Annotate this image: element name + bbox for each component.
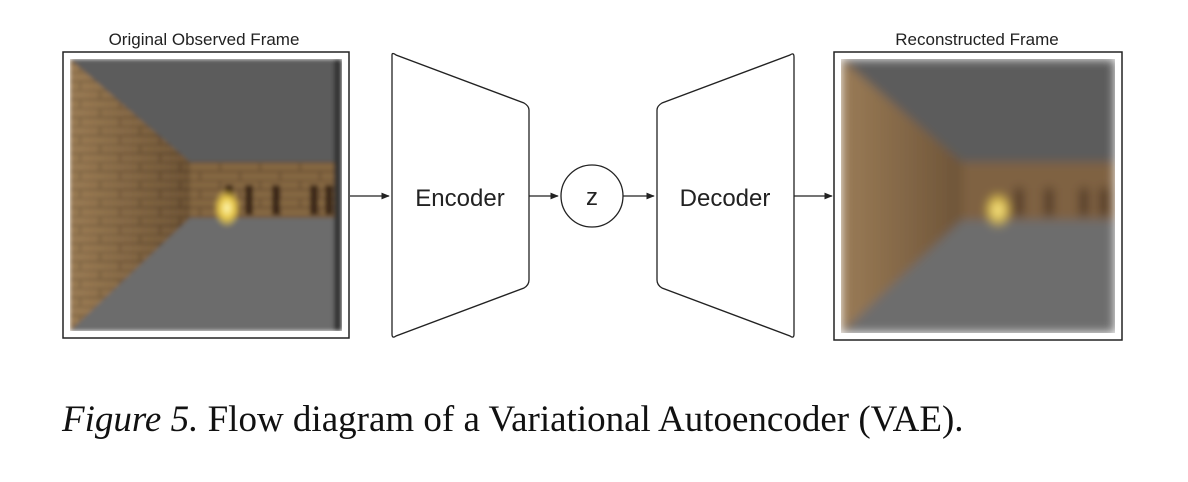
figure-caption: Figure 5. Flow diagram of a Variational …: [62, 398, 964, 441]
output-frame-title: Reconstructed Frame: [895, 30, 1058, 49]
figure-caption-label: Figure 5.: [62, 399, 199, 440]
encoder-label: Encoder: [415, 185, 504, 212]
decoder-block: [656, 53, 795, 338]
encoder-block: [391, 52, 530, 338]
output-frame-image: [841, 59, 1115, 333]
latent-z-label: z: [586, 184, 598, 211]
figure-caption-text: Flow diagram of a Variational Autoencode…: [198, 399, 964, 440]
input-frame-image: [70, 59, 342, 331]
output-frame-border: [833, 51, 1123, 341]
decoder-label: Decoder: [680, 185, 771, 212]
input-frame-title: Original Observed Frame: [109, 30, 300, 49]
input-frame-border: [62, 51, 350, 339]
